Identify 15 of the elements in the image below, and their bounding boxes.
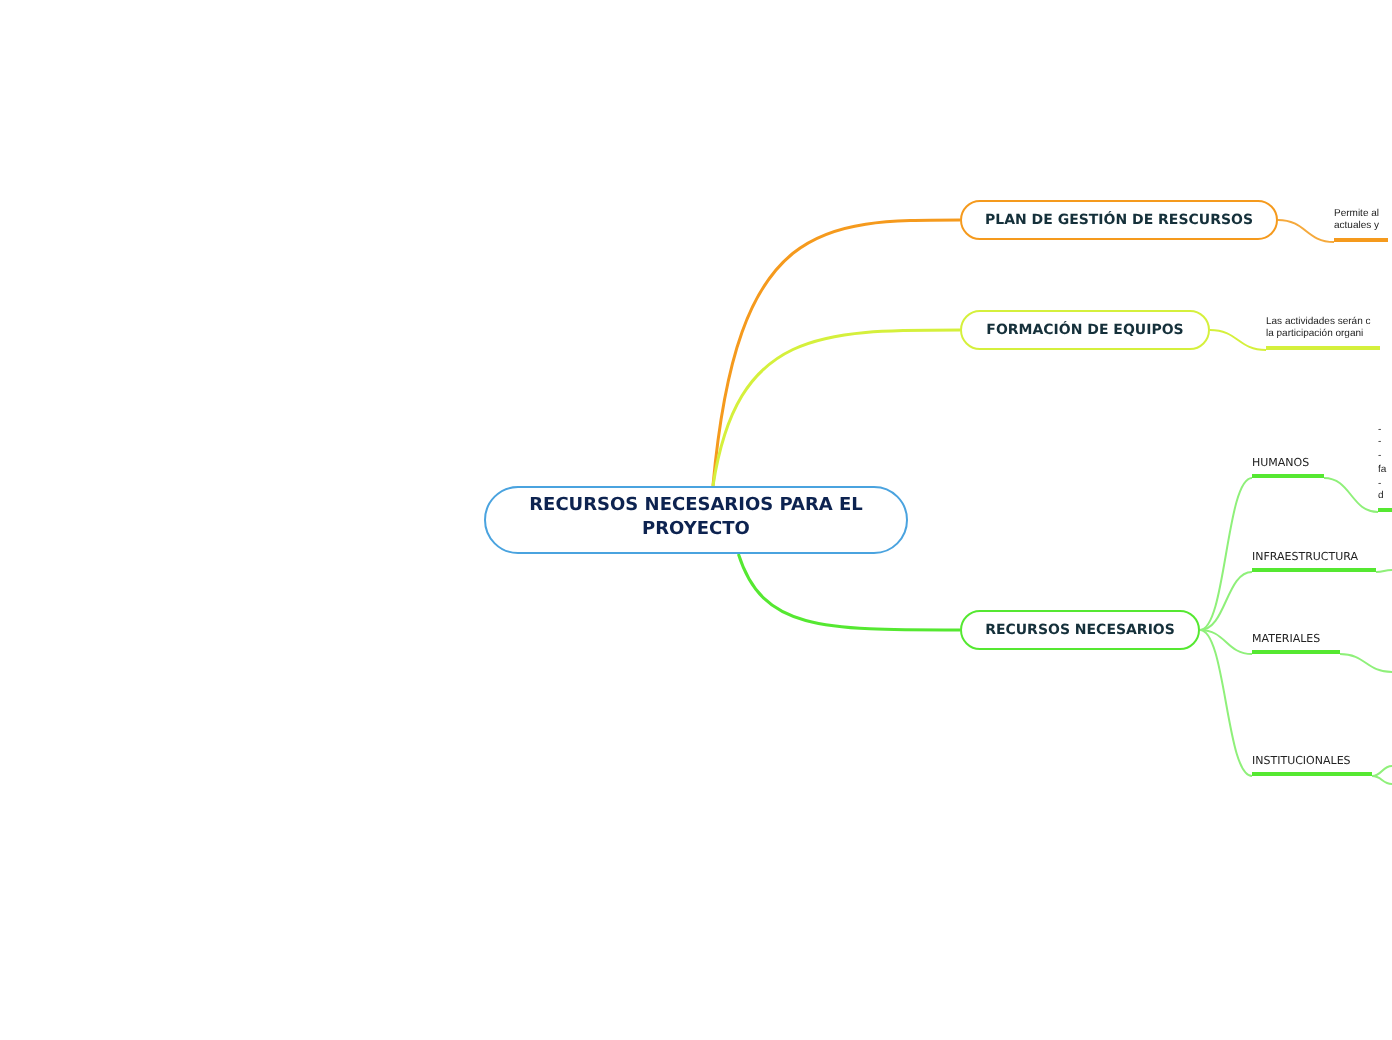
- connector-line: [711, 328, 960, 487]
- connector-line: [1371, 765, 1392, 777]
- connector-line: [1277, 219, 1335, 243]
- connector-line: [1323, 477, 1379, 513]
- connector-line: [711, 218, 960, 487]
- connector-line: [1199, 629, 1253, 777]
- connector-line: [737, 553, 960, 632]
- connector-line: [1371, 775, 1392, 785]
- connector-line: [1199, 571, 1253, 631]
- connector-line: [1209, 329, 1267, 351]
- connector-line: [1199, 629, 1253, 655]
- connector-line: [1199, 477, 1253, 631]
- connector-line: [1339, 653, 1392, 673]
- central-topic-box: RECURSOS NECESARIOS PARA EL PROYECTO: [484, 486, 908, 554]
- connector-line: [1375, 569, 1392, 573]
